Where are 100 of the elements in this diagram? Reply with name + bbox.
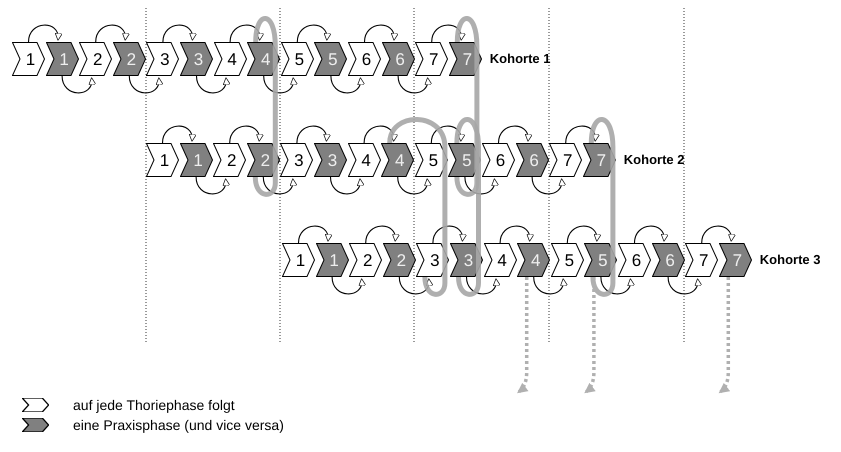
phase-number: 3	[293, 152, 304, 168]
cycle-arrow	[430, 126, 465, 144]
phase-number: 4	[260, 50, 270, 68]
phase-number: 3	[326, 152, 338, 168]
phase-number: 4	[394, 152, 404, 168]
phase-block	[146, 143, 179, 177]
cycle-arrow	[229, 126, 263, 144]
cycle-arrow	[500, 226, 534, 244]
phase-number: 7	[732, 252, 742, 268]
phase-block	[314, 42, 348, 76]
phase-number: 3	[192, 50, 204, 68]
phase-block	[382, 243, 416, 277]
dotted-arrow	[718, 277, 730, 394]
phase-block	[46, 42, 79, 76]
phase-number: 4	[226, 50, 237, 68]
phase-number: 5	[461, 152, 472, 168]
cohort-label: Kohorte 3	[760, 253, 820, 266]
cycle-arrow	[330, 76, 364, 94]
phase-block	[112, 42, 146, 76]
phase-block	[450, 243, 483, 277]
phase-number: 1	[158, 152, 170, 168]
phase-block	[549, 143, 582, 177]
phase-block	[214, 42, 247, 76]
phase-block	[516, 143, 549, 177]
cycle-arrow	[498, 126, 532, 144]
cycle-arrow	[162, 24, 196, 42]
loop-line	[252, 16, 278, 197]
phase-number: 2	[396, 252, 406, 268]
phase-block	[180, 42, 213, 76]
cycle-arrow	[263, 76, 297, 94]
cycle-arrow	[533, 276, 567, 294]
loop-line	[454, 16, 480, 197]
phase-block	[213, 143, 246, 177]
phase-block	[314, 143, 347, 177]
phase-block	[12, 42, 45, 76]
cycle-arrow	[464, 176, 498, 194]
phase-block	[652, 243, 685, 277]
cycle-arrow	[565, 126, 599, 144]
legend-text: auf jede Thoriephase folgt	[73, 398, 235, 412]
phase-number: 5	[428, 152, 438, 168]
phase-number: 2	[362, 252, 372, 268]
cycle-arrow	[701, 226, 735, 244]
cohort-label: Kohorte 1	[490, 52, 550, 65]
phase-block	[349, 243, 382, 277]
cycle-arrow	[566, 226, 601, 244]
phase-number: 3	[462, 252, 474, 268]
phase-number: 7	[596, 152, 606, 168]
cycle-arrow	[398, 276, 433, 294]
phase-number: 6	[664, 252, 675, 268]
cycle-arrow	[296, 24, 331, 42]
cycle-arrow	[431, 24, 465, 42]
phase-number: 6	[360, 50, 372, 68]
dotted-arrow	[517, 277, 529, 394]
phase-number: 7	[698, 252, 708, 268]
cycle-arrow	[532, 176, 566, 194]
phase-block	[618, 243, 651, 277]
loop-line	[387, 117, 448, 297]
phase-block	[550, 243, 584, 277]
phase-number: 1	[58, 50, 69, 68]
phase-number: 1	[192, 152, 203, 168]
cycle-arrow	[397, 176, 431, 194]
phase-block	[517, 243, 550, 277]
loop-line	[588, 117, 616, 297]
cycle-arrow	[28, 24, 62, 42]
cycle-arrow	[128, 76, 163, 94]
phase-block	[584, 243, 618, 277]
phase-block	[280, 42, 314, 76]
cycle-arrow	[668, 276, 702, 294]
phase-number: 6	[494, 152, 506, 168]
loop-line	[454, 117, 481, 297]
cycle-arrow	[398, 76, 432, 94]
phase-block	[382, 42, 415, 76]
phase-block	[685, 243, 718, 277]
cycle-arrow	[432, 226, 466, 244]
legend-text: eine Praxisphase (und vice versa)	[73, 418, 284, 432]
phase-block	[146, 42, 180, 76]
phase-number: 2	[92, 50, 102, 68]
phase-number: 3	[429, 252, 440, 268]
phase-block	[79, 42, 112, 76]
phase-number: 7	[462, 50, 472, 68]
dotted-arrow	[584, 277, 596, 394]
phase-number: 2	[226, 152, 236, 168]
phase-block	[414, 143, 448, 177]
phase-number: 3	[159, 50, 170, 68]
phase-block	[582, 143, 616, 177]
phase-number: 4	[530, 252, 540, 268]
phase-block	[448, 42, 482, 76]
phase-block	[482, 143, 515, 177]
phase-block	[247, 42, 280, 76]
cycle-arrow	[634, 226, 668, 244]
phase-number: 1	[328, 252, 339, 268]
phase-block	[484, 243, 517, 277]
cycle-arrow	[365, 226, 399, 244]
cycle-arrow	[364, 126, 398, 144]
phase-block	[348, 42, 381, 76]
phase-block	[180, 143, 213, 177]
phase-number: 6	[394, 50, 405, 68]
phase-number: 5	[564, 252, 574, 268]
phase-number: 5	[294, 50, 304, 68]
phase-number: 6	[528, 152, 539, 168]
